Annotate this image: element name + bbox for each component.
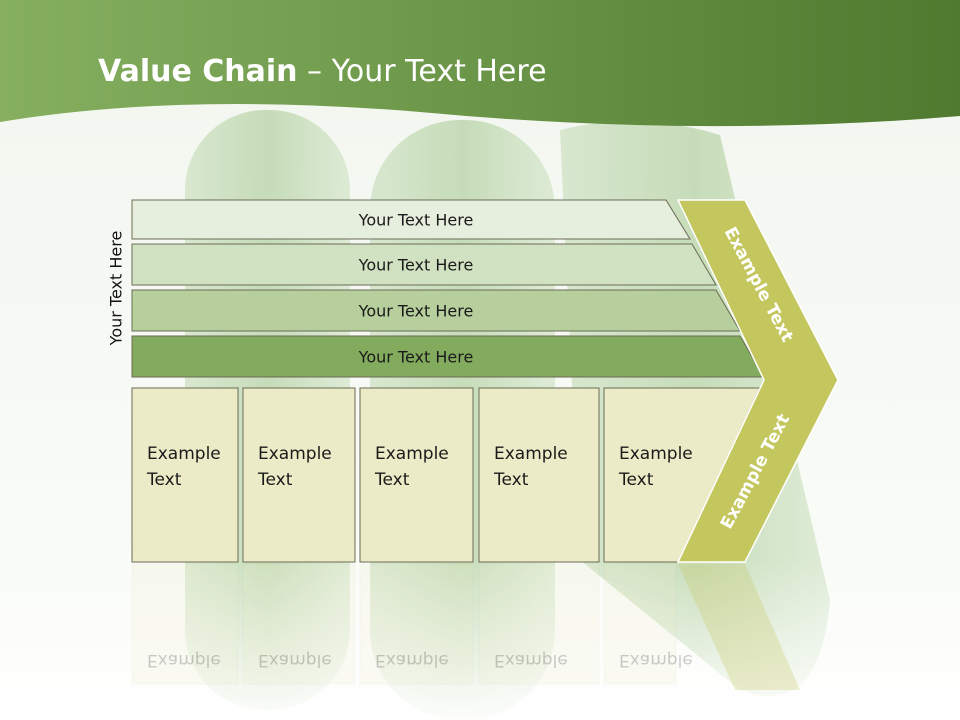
- column-box-4: [478, 387, 600, 563]
- page-title: Value Chain – Your Text Here: [98, 54, 547, 89]
- column-text-4-line2: Text: [493, 470, 529, 490]
- header-band: [0, 0, 960, 127]
- column-box-3: [359, 387, 474, 563]
- column-reflection-1: [132, 564, 238, 684]
- row-label-2: Your Text Here: [358, 256, 474, 275]
- column-text-1-line1: Example: [147, 444, 221, 464]
- row-label-4: Your Text Here: [358, 348, 474, 367]
- column-reflection-4: [479, 564, 599, 684]
- arrow-reflection: [678, 564, 800, 690]
- chevron-arrow: [676, 199, 839, 563]
- row-bar-1: [131, 199, 691, 240]
- column-text-5-line1: Example: [619, 444, 693, 464]
- title-bold: Value Chain: [98, 54, 298, 89]
- column-text-1-line2: Text: [146, 470, 182, 490]
- column-text-3-line1: Example: [375, 444, 449, 464]
- column-reflection-3: [360, 564, 473, 684]
- column-reflection-text-5: Example: [619, 650, 693, 670]
- column-box-2: [242, 387, 356, 563]
- column-reflection-text-3: Example: [375, 650, 449, 670]
- column-text-2-line2: Text: [257, 470, 293, 490]
- column-text-4-line1: Example: [494, 444, 568, 464]
- column-reflection-5: [604, 564, 676, 684]
- column-reflection-text-1: Example: [147, 650, 221, 670]
- column-text-3-line2: Text: [374, 470, 410, 490]
- column-text-2-line1: Example: [258, 444, 332, 464]
- column-reflection-text-2: Example: [258, 650, 332, 670]
- column-text-5-line2: Text: [618, 470, 654, 490]
- column-reflection-text-4: Example: [494, 650, 568, 670]
- row-label-1: Your Text Here: [358, 211, 474, 230]
- row-bar-2: [131, 243, 717, 286]
- row-label-3: Your Text Here: [358, 302, 474, 321]
- title-rest: – Your Text Here: [297, 54, 547, 89]
- column-box-1: [131, 387, 239, 563]
- column-reflection-2: [243, 564, 355, 684]
